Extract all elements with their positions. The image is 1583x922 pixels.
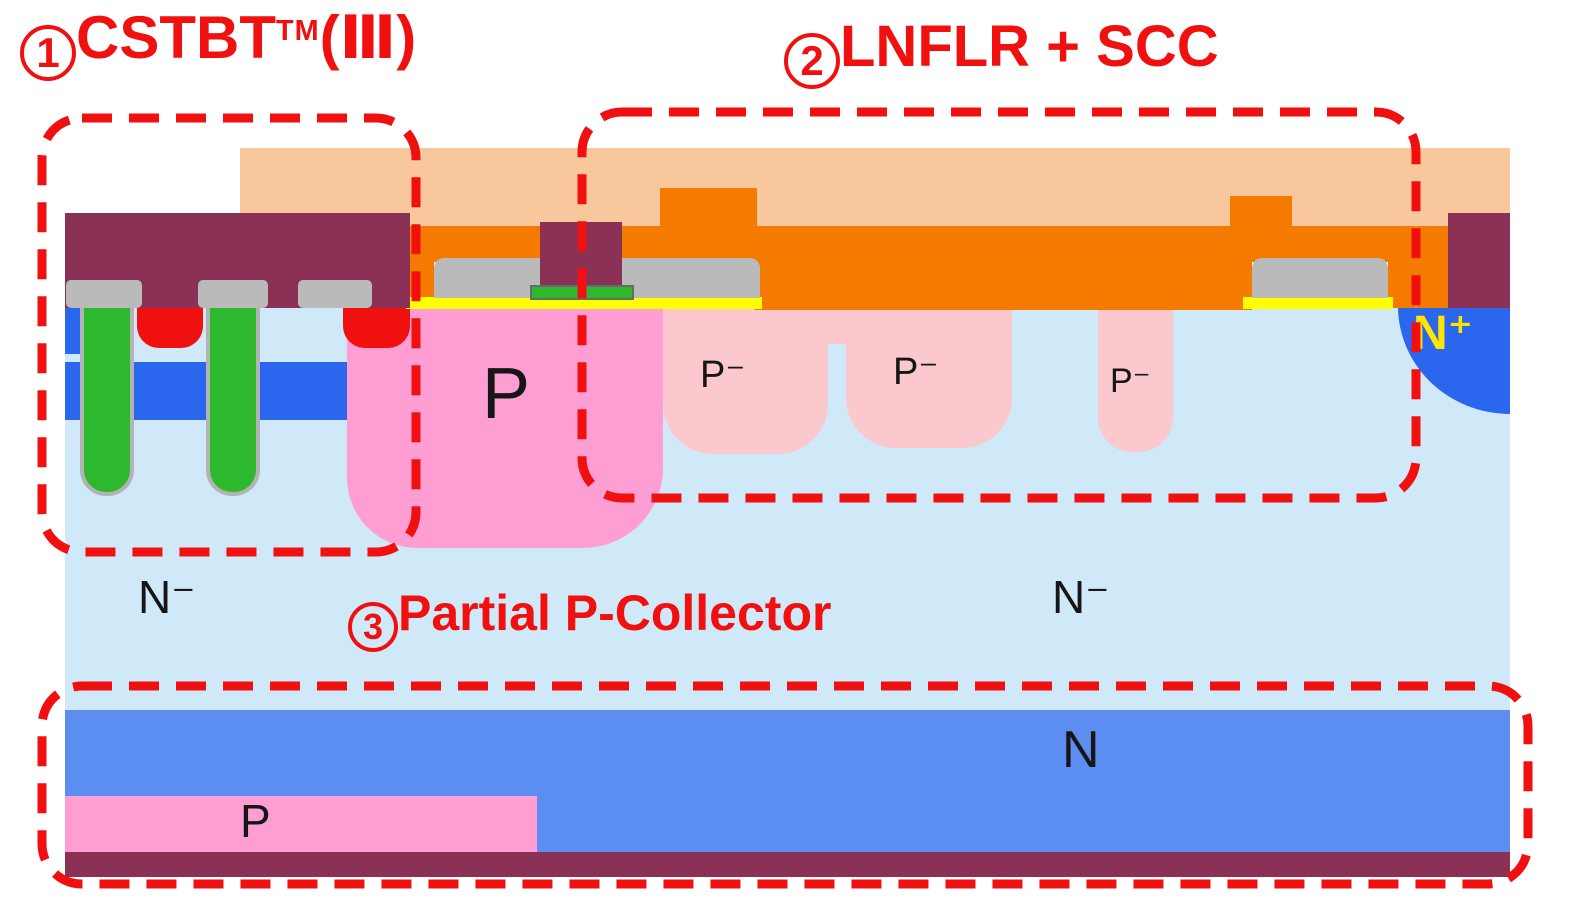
- trench-gate-2: [206, 300, 260, 496]
- n-emitter-1: [137, 306, 203, 348]
- label-p-ring-1: P⁻: [700, 354, 746, 396]
- label-n-buffer: N: [1062, 721, 1100, 779]
- orange-right-drop: [1388, 262, 1448, 308]
- label-n-plus: N⁺: [1413, 307, 1473, 360]
- p-collector-layer: [65, 796, 537, 852]
- collector-electrode: [65, 852, 1510, 877]
- orange-left-drop: [406, 258, 434, 302]
- orange-band-right: [755, 226, 1448, 262]
- trademark-sup: TM: [275, 15, 320, 48]
- region3-number-badge: 3: [348, 602, 398, 652]
- region3-name: Partial P-Collector: [398, 585, 832, 641]
- right-top-electrode: [1448, 213, 1510, 308]
- top-metal-peach: [240, 148, 1510, 226]
- region2-number-badge: 2: [784, 33, 840, 89]
- label-p-ring-3: P⁻: [1110, 362, 1151, 400]
- region2-name: LNFLR + SCC: [840, 14, 1219, 79]
- trench-contact-2: [198, 280, 268, 308]
- orange-step-right: [1230, 196, 1292, 228]
- gate-contact-plug: [540, 222, 622, 292]
- label-p-well: P: [482, 354, 531, 434]
- orange-step-left: [660, 188, 757, 228]
- trench-gate-1: [80, 300, 134, 496]
- trench-contact-1: [66, 280, 142, 308]
- region1-variant: (Ⅲ): [319, 4, 417, 71]
- label-p-collector: P: [240, 795, 271, 847]
- label-n-drift-right: N⁻: [1052, 571, 1110, 623]
- region1-number-badge: 1: [20, 25, 76, 81]
- poly-gate-right: [1252, 258, 1388, 298]
- region1-name: CSTBT: [76, 4, 276, 71]
- n-emitter-2: [343, 306, 410, 348]
- trench-contact-3: [298, 280, 372, 308]
- p-ring-1: [663, 306, 828, 454]
- label-n-drift-left: N⁻: [138, 571, 196, 623]
- orange-slab: [755, 260, 1252, 310]
- label-p-ring-2: P⁻: [893, 351, 939, 393]
- gate-oxide-right: [1243, 297, 1393, 309]
- left-edge-junction: [65, 304, 81, 354]
- gate-poly-strip: [530, 285, 634, 300]
